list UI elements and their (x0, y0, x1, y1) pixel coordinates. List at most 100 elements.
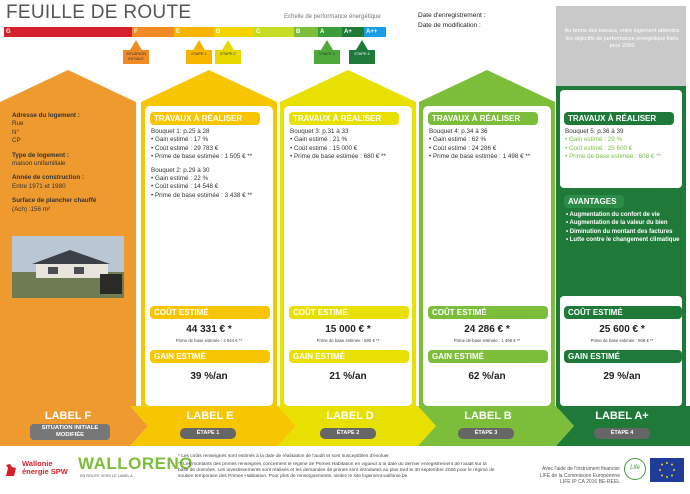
marker-etape4: ETAPE 4 (349, 40, 375, 64)
marker-etape1: ETAPE 1 (186, 40, 212, 64)
type-title: Type de logement : (12, 151, 69, 159)
gain-title-3: GAIN ESTIMÉ (428, 350, 548, 363)
advantages-list: • Augmentation du confort de vie • Augme… (566, 211, 686, 245)
rooster-icon (6, 464, 16, 476)
address-num: N° (12, 128, 20, 136)
bouquet-5-gain: • Gain estimé : 29 % (565, 136, 623, 144)
energy-scale-bar: G F E D C B A A+ A++ (4, 27, 386, 37)
advantage-1: • Augmentation du confort de vie (566, 212, 660, 218)
bouquet-4-prime: • Prime de base estimée : 1 498 € ** (429, 153, 531, 161)
bouquet-2-prime: • Prime de base estimée : 3 438 € ** (151, 191, 253, 199)
works-list-2: Bouquet 3: p.31 à 33 • Gain estimé : 21 … (290, 128, 416, 162)
bouquet-2-gain: • Gain estimé : 22 % (151, 175, 209, 183)
year-value: Entre 1971 et 1980 (12, 182, 66, 190)
address-title: Adresse du logement : (12, 112, 80, 119)
label-D: LABEL D (326, 410, 374, 422)
works-title-1: TRAVAUX À RÉALISER (150, 112, 260, 125)
address-cp: CP (12, 137, 21, 145)
prime-value-4: Prime de base estimée : 608 € ** (590, 338, 654, 343)
dwelling-info: Adresse du logement : Rue N° CP Type de … (12, 112, 130, 214)
cost-value-4: 25 600 € * (599, 324, 645, 335)
life-logo: Life (624, 458, 646, 480)
walloreno-logo: WALLORENO (78, 454, 193, 473)
marker-etape2: ETAPE 2 (215, 40, 241, 64)
bouquet-5-title: Bouquet 5: p.36 à 39 (565, 128, 624, 135)
scale-B: B (294, 27, 318, 37)
scale-F: F (132, 27, 174, 37)
address-rue: Rue (12, 120, 24, 128)
bouquet-1-title: Bouquet 1: p.25 à 28 (151, 128, 210, 135)
gain-value-4: 29 %/an (603, 371, 641, 382)
house-step1 (141, 70, 277, 410)
life-credit: Avec l'aide de l'instrument financier LI… (539, 466, 620, 485)
works-title-2: TRAVAUX À RÉALISER (289, 112, 399, 125)
bouquet-3-cost: • Coût estimé : 15 000 € (290, 144, 358, 152)
house-photo (12, 236, 124, 298)
label-F: LABEL F (44, 410, 92, 422)
bouquet-3-title: Bouquet 3: p.31 à 33 (290, 128, 349, 135)
cost-value-1: 44 331 € * (186, 324, 232, 335)
advantage-3: • Diminution du montant des factures (566, 228, 673, 235)
house-step3 (419, 70, 555, 410)
bouquet-2-title: Bouquet 2: p.29 à 30 (151, 166, 210, 174)
works-list-4: Bouquet 5: p.36 à 39 • Gain estimé : 29 … (565, 128, 687, 162)
cost-title-2: COÛT ESTIMÉ (289, 306, 409, 319)
scale-D: D (214, 27, 254, 37)
bouquet-1-gain: • Gain estimé : 17 % (151, 136, 209, 144)
scale-G: G (4, 27, 132, 37)
bouquet-5-prime: • Prime de base estimée : 608 € ** (565, 153, 662, 161)
target-banner (556, 6, 686, 86)
bouquet-1-cost: • Coût estimé : 29 783 € (151, 144, 219, 152)
step-4-badge: ÉTAPE 4 (594, 428, 650, 439)
scale-label: Echelle de performance énergétique (284, 14, 381, 20)
footnote-prime: ** Les montants des primes renseignés co… (178, 462, 495, 479)
scale-C: C (254, 27, 294, 37)
scale-Aplusplus: A++ (364, 27, 386, 37)
advantage-2: • Augmentation de la valeur du bien (566, 220, 668, 227)
bouquet-4-gain: • Gain estimé : 62 % (429, 136, 487, 144)
cost-title-4: COÛT ESTIMÉ (564, 306, 682, 319)
bouquet-2-cost: • Coût estimé : 14 548 € (151, 183, 219, 191)
year-title: Année de construction : (12, 174, 85, 182)
scale-A: A (318, 27, 342, 37)
prime-value-3: Prime de base estimée : 1 498 € ** (453, 338, 521, 343)
label-B: LABEL B (464, 410, 512, 422)
prime-value-1: Prime de base estimée : 4 944 € ** (175, 338, 243, 343)
gain-title-1: GAIN ESTIMÉ (150, 350, 270, 363)
label-chevrons (0, 406, 690, 446)
target-note: Au terme des travaux, votre logement att… (564, 28, 680, 49)
marker-situation: SITUATION INITIALE (123, 40, 149, 64)
works-title-3: TRAVAUX À RÉALISER (428, 112, 538, 125)
cost-value-2: 15 000 € * (325, 324, 371, 335)
surface-value: (Ach) :156 m² (12, 205, 51, 213)
cost-value-3: 24 286 € * (464, 324, 510, 335)
bouquet-4-title: Bouquet 4: p.34 à 36 (429, 128, 488, 135)
works-title-4: TRAVAUX À RÉALISER (564, 112, 674, 125)
gain-value-2: 21 %/an (329, 371, 367, 382)
advantage-4: • Lutte contre le changement climatique (566, 237, 680, 244)
situation-initial-badge: SITUATION INITIALE MODIFIÉE (30, 424, 110, 440)
walloreno-tagline: EN ROUTE VERS LE LABEL A (80, 474, 133, 478)
label-E: LABEL E (186, 410, 234, 422)
gain-title-2: GAIN ESTIMÉ (289, 350, 409, 363)
gain-value-1: 39 %/an (190, 371, 228, 382)
eu-flag-icon (650, 458, 684, 482)
bouquet-3-prime: • Prime de base estimée : 680 € ** (290, 153, 387, 161)
gain-title-4: GAIN ESTIMÉ (564, 350, 682, 363)
registration-date-label: Date d'enregistrement : (418, 12, 486, 19)
bouquet-5-cost: • Coût estimé : 25 600 € (565, 144, 633, 152)
works-list-1: Bouquet 1: p.25 à 28 • Gain estimé : 17 … (151, 128, 277, 200)
bouquet-3-gain: • Gain estimé : 21 % (290, 136, 348, 144)
scale-E: E (174, 27, 214, 37)
advantages-title: AVANTAGES (564, 195, 624, 208)
modification-date-label: Date de modification : (418, 22, 481, 29)
prime-value-2: Prime de base estimée : 680 € ** (316, 338, 380, 343)
step-1-badge: ÉTAPE 1 (180, 428, 236, 439)
cost-title-3: COÛT ESTIMÉ (428, 306, 548, 319)
registration-info: Date d'enregistrement : Date de modifica… (418, 11, 485, 31)
house-step2 (280, 70, 416, 410)
step-3-badge: ÉTAPE 3 (458, 428, 514, 439)
label-Aplus: LABEL A+ (595, 410, 649, 422)
marker-etape3: ETAPE 3 (314, 40, 340, 64)
